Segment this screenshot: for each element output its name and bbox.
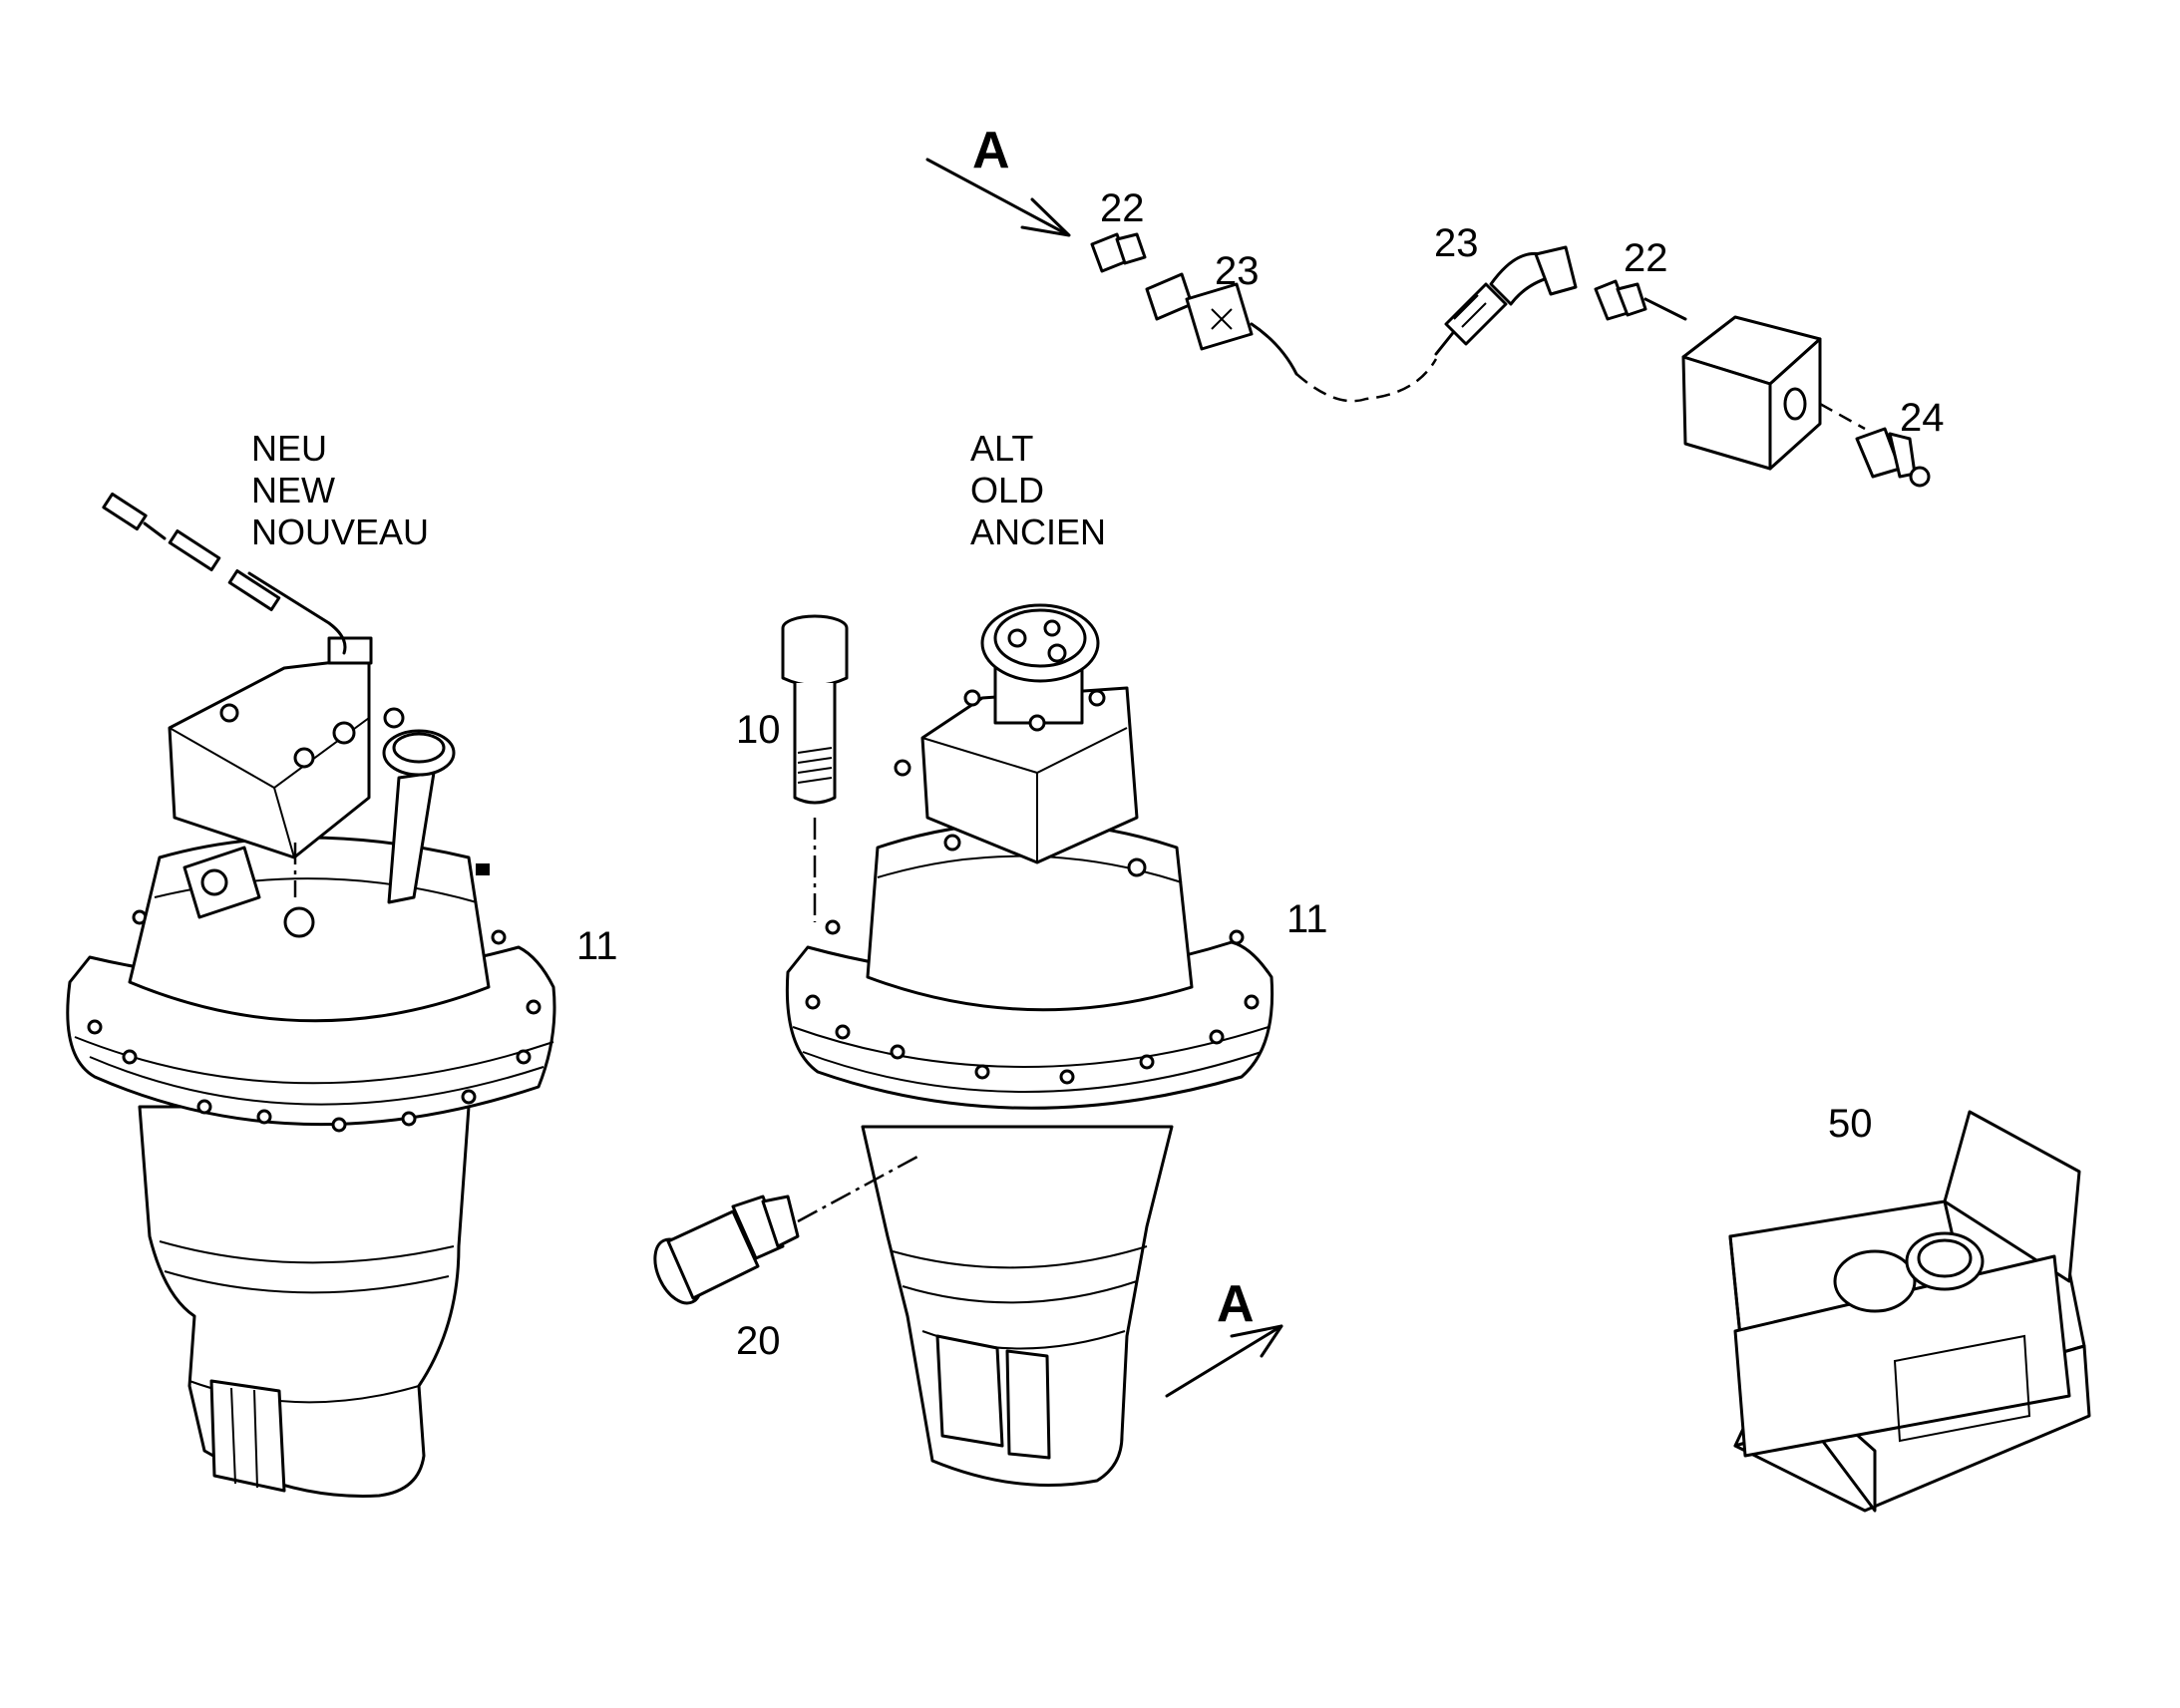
variant-old-fr: ANCIEN [970,512,1106,552]
callout-hose-right: 23 [1434,221,1479,265]
view-marker-top: A [972,122,1010,179]
variant-old-en: OLD [970,470,1044,511]
plug-drawing [653,1155,918,1305]
gearbox-old-drawing [785,603,1274,1487]
seal-kit-box-drawing [1728,1110,2091,1513]
line-assembly-drawing [925,158,1931,488]
variant-label-old: ALT OLD ANCIEN [970,428,1106,552]
callout-plug: 20 [736,1319,781,1363]
variant-label-new: NEU NEW NOUVEAU [251,428,429,552]
screw-drawing [781,614,849,922]
callout-hose-left: 23 [1215,249,1260,293]
callout-gearbox-old: 11 [1286,897,1328,941]
callout-kit: 50 [1828,1102,1873,1146]
variant-new-en: NEW [251,470,335,511]
callout-nipple: 24 [1900,396,1945,440]
view-marker-bottom: A [1217,1275,1255,1333]
callout-union-left: 22 [1100,186,1145,230]
callout-screw: 10 [736,708,781,752]
callout-union-right: 22 [1624,236,1668,280]
callout-gearbox-new: 11 [576,924,618,968]
variant-new-de: NEU [251,428,327,469]
variant-old-de: ALT [970,428,1033,469]
variant-new-fr: NOUVEAU [251,512,429,552]
view-arrow-bottom [1165,1324,1283,1398]
gearbox-new-drawing [66,492,556,1498]
